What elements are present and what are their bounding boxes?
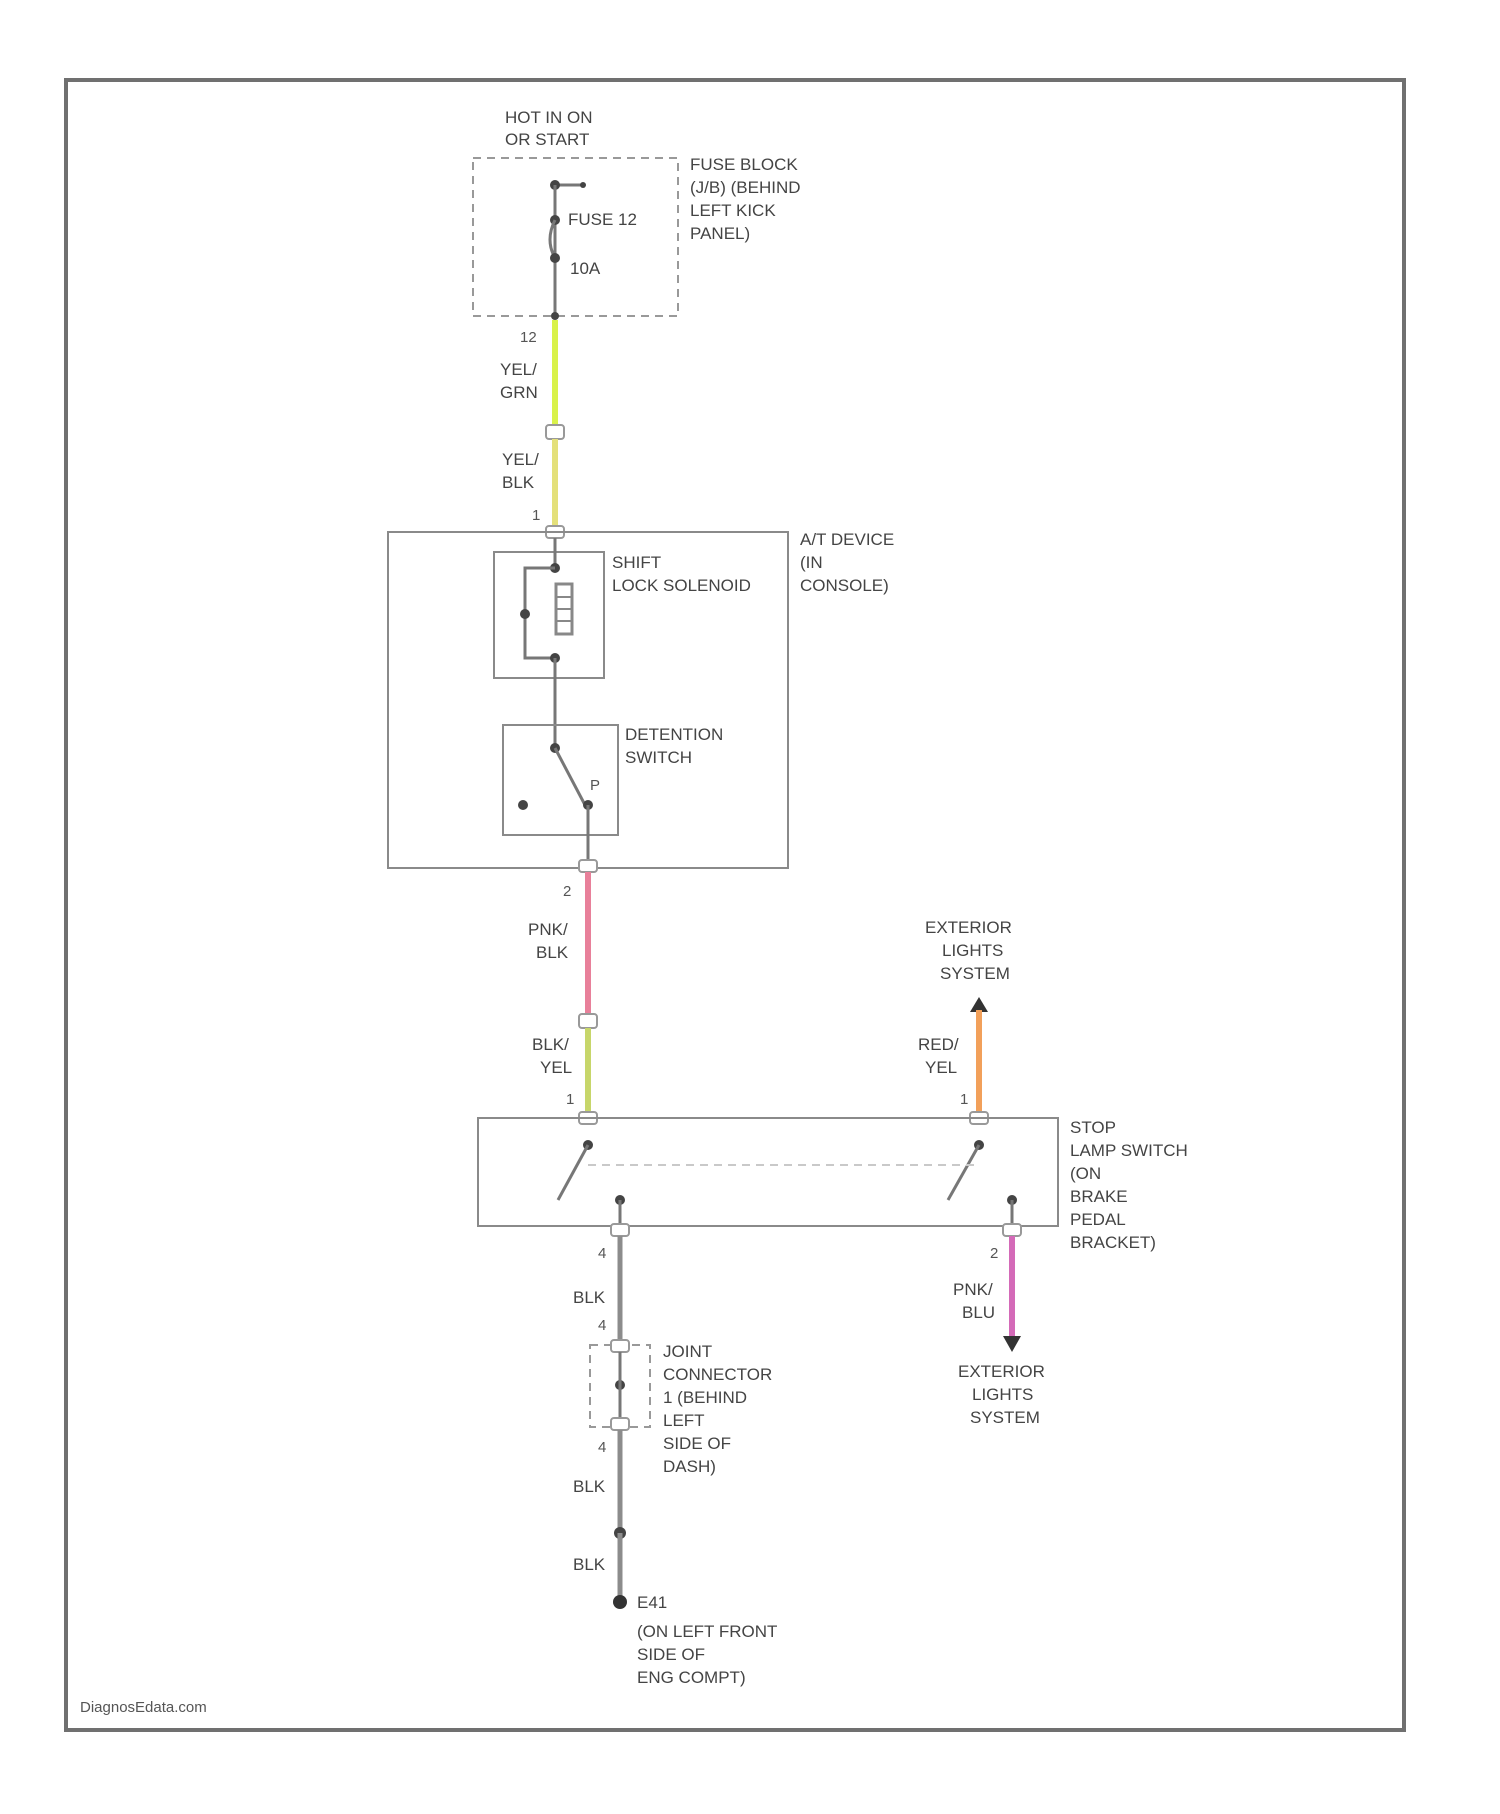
solenoid-label-1: SHIFT bbox=[612, 553, 661, 572]
fuse-block-label-3: LEFT KICK bbox=[690, 201, 776, 220]
joint-pin-4-top: 4 bbox=[598, 1317, 606, 1334]
joint-label-1: JOINT bbox=[663, 1342, 712, 1361]
hot-label-2: OR START bbox=[505, 130, 589, 149]
fuse-terminal-lower bbox=[550, 253, 560, 263]
ext-lights-top-3: SYSTEM bbox=[940, 964, 1010, 983]
wire-pnk-blk-label-1: PNK/ bbox=[528, 920, 568, 939]
fuse-pin-number: 12 bbox=[520, 329, 537, 346]
stop-switch-label-5: PEDAL bbox=[1070, 1210, 1126, 1229]
ground-icon bbox=[613, 1595, 627, 1609]
at-device-pin-1: 1 bbox=[532, 507, 540, 524]
solenoid-label-2: LOCK SOLENOID bbox=[612, 576, 751, 595]
fuse-block-label-1: FUSE BLOCK bbox=[690, 155, 798, 174]
ground-label-2: (ON LEFT FRONT bbox=[637, 1622, 777, 1641]
ext-lights-bottom-2: LIGHTS bbox=[972, 1385, 1033, 1404]
ground-label-4: ENG COMPT) bbox=[637, 1668, 746, 1687]
detention-switch-box bbox=[503, 725, 618, 835]
stop-switch-connector-2 bbox=[1003, 1224, 1021, 1236]
stop-switch-pin-right: 1 bbox=[960, 1091, 968, 1108]
wire-red-yel-label-1: RED/ bbox=[918, 1035, 959, 1054]
stop-switch-label-6: BRACKET) bbox=[1070, 1233, 1156, 1252]
stop-switch-left-blade bbox=[558, 1145, 588, 1200]
ext-lights-bottom-1: EXTERIOR bbox=[958, 1362, 1045, 1381]
inline-connector-1 bbox=[546, 425, 564, 439]
wire-blk-2-label: BLK bbox=[573, 1477, 606, 1496]
wire-pnk-blu-label-2: BLU bbox=[962, 1303, 995, 1322]
fuse-name: FUSE 12 bbox=[568, 210, 637, 229]
ground-label-3: SIDE OF bbox=[637, 1645, 705, 1664]
wire-yel-grn-label-1: YEL/ bbox=[500, 360, 537, 379]
joint-label-4: LEFT bbox=[663, 1411, 705, 1430]
wire-yel-blk-label-2: BLK bbox=[502, 473, 535, 492]
detention-position-p: P bbox=[590, 777, 600, 794]
wire-blk-yel-label-2: YEL bbox=[540, 1058, 572, 1077]
inline-connector-2 bbox=[579, 1014, 597, 1028]
joint-connector-pin-bottom bbox=[611, 1418, 629, 1430]
detention-contact-left bbox=[518, 800, 528, 810]
fuse-block-box bbox=[473, 158, 678, 316]
hot-label-1: HOT IN ON bbox=[505, 108, 593, 127]
wire-blk-3-label: BLK bbox=[573, 1555, 606, 1574]
detention-label-2: SWITCH bbox=[625, 748, 692, 767]
wire-blk-1-label: BLK bbox=[573, 1288, 606, 1307]
stop-switch-label-1: STOP bbox=[1070, 1118, 1116, 1137]
stop-lamp-switch-box bbox=[478, 1118, 1058, 1226]
watermark: DiagnosEdata.com bbox=[80, 1699, 207, 1716]
at-device-label-2: (IN bbox=[800, 553, 823, 572]
ext-lights-top-arrow-icon bbox=[970, 997, 988, 1012]
ext-lights-top-1: EXTERIOR bbox=[925, 918, 1012, 937]
stop-switch-right-blade bbox=[948, 1145, 979, 1200]
wire-red-yel-label-2: YEL bbox=[925, 1058, 957, 1077]
joint-label-2: CONNECTOR bbox=[663, 1365, 772, 1384]
detention-label-1: DETENTION bbox=[625, 725, 723, 744]
detention-switch-blade bbox=[555, 748, 585, 805]
at-device-connector-2 bbox=[579, 860, 597, 872]
fuse-bus-end bbox=[580, 182, 586, 188]
at-device-pin-2: 2 bbox=[563, 883, 571, 900]
joint-pin-4-bottom: 4 bbox=[598, 1439, 606, 1456]
wire-pnk-blk-label-2: BLK bbox=[536, 943, 569, 962]
wire-blk-yel-label-1: BLK/ bbox=[532, 1035, 569, 1054]
fuse-rating: 10A bbox=[570, 259, 601, 278]
stop-switch-pin-4: 4 bbox=[598, 1245, 606, 1262]
stop-switch-label-4: BRAKE bbox=[1070, 1187, 1128, 1206]
joint-label-5: SIDE OF bbox=[663, 1434, 731, 1453]
fuse-block-label-2: (J/B) (BEHIND bbox=[690, 178, 801, 197]
ground-label-1: E41 bbox=[637, 1593, 667, 1612]
stop-switch-pin-left: 1 bbox=[566, 1091, 574, 1108]
joint-label-6: DASH) bbox=[663, 1457, 716, 1476]
at-device-label-1: A/T DEVICE bbox=[800, 530, 894, 549]
at-device-label-3: CONSOLE) bbox=[800, 576, 889, 595]
fuse-pin-terminal bbox=[551, 312, 559, 320]
ext-lights-bottom-arrow-icon bbox=[1003, 1336, 1021, 1352]
stop-switch-label-2: LAMP SWITCH bbox=[1070, 1141, 1188, 1160]
ext-lights-bottom-3: SYSTEM bbox=[970, 1408, 1040, 1427]
stop-switch-label-3: (ON bbox=[1070, 1164, 1101, 1183]
ext-lights-top-2: LIGHTS bbox=[942, 941, 1003, 960]
joint-connector-pin-top bbox=[611, 1340, 629, 1352]
fuse-block-label-4: PANEL) bbox=[690, 224, 750, 243]
stop-switch-pin-2: 2 bbox=[990, 1245, 998, 1262]
wire-pnk-blu-label-1: PNK/ bbox=[953, 1280, 993, 1299]
joint-label-3: 1 (BEHIND bbox=[663, 1388, 747, 1407]
stop-switch-connector-4 bbox=[611, 1224, 629, 1236]
diagram-frame bbox=[66, 80, 1404, 1730]
wire-yel-blk-label-1: YEL/ bbox=[502, 450, 539, 469]
wire-yel-grn-label-2: GRN bbox=[500, 383, 538, 402]
solenoid-diode-dot bbox=[520, 609, 530, 619]
